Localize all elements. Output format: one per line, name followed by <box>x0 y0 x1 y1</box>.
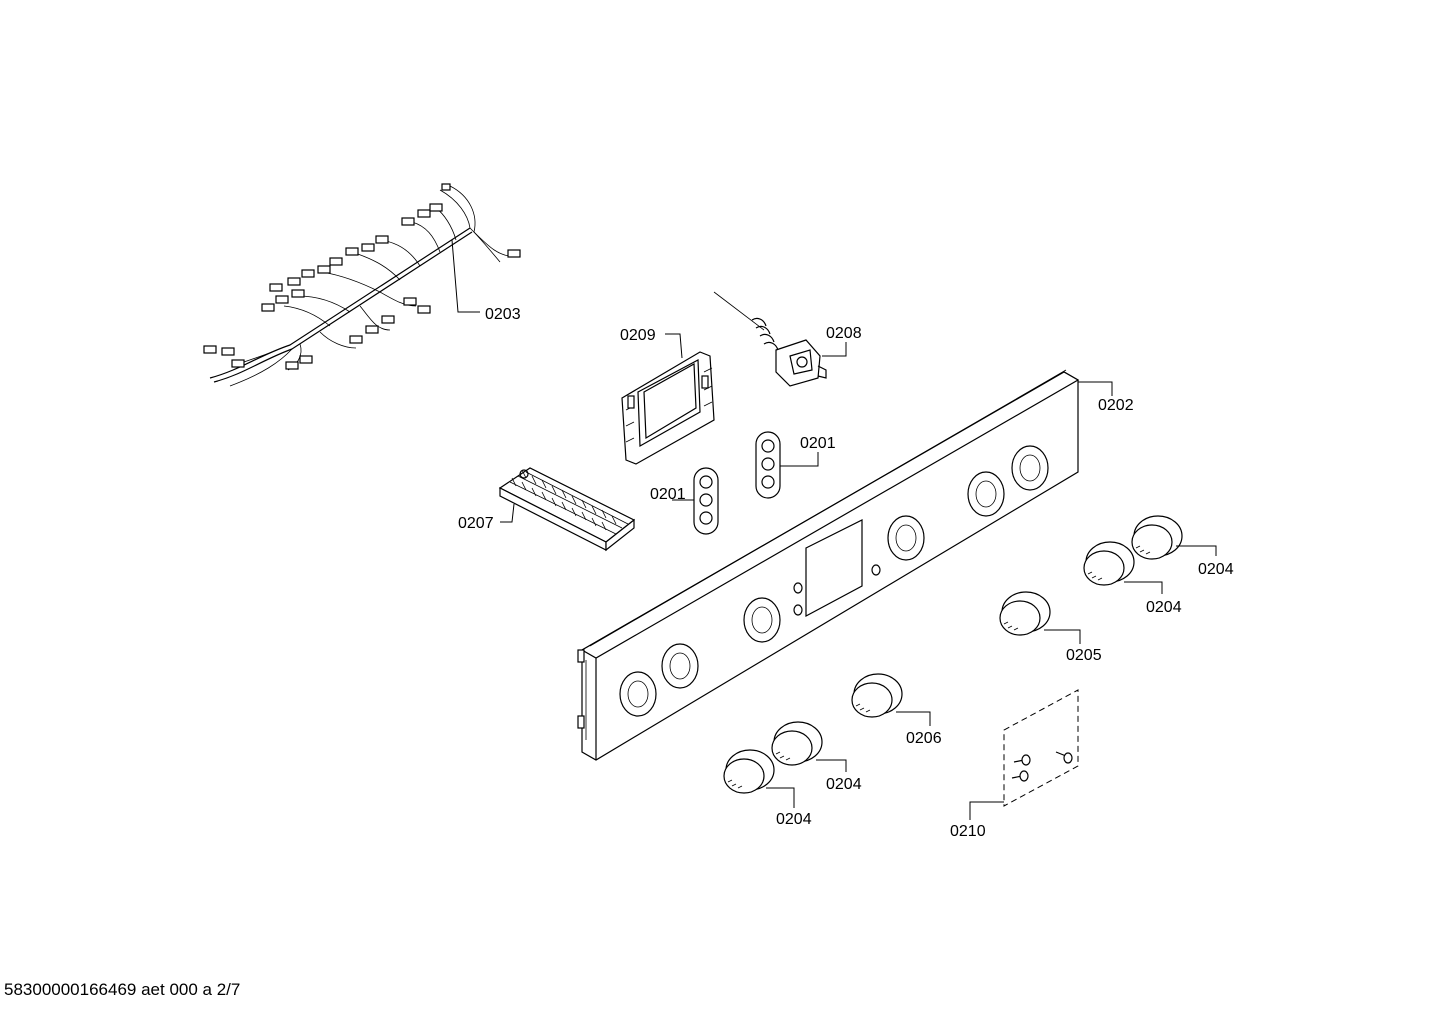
leader-0205 <box>1044 629 1081 644</box>
bracket-0209 <box>621 351 715 465</box>
label-0201-left: 0201 <box>650 486 686 503</box>
leader-0204-b <box>1124 581 1163 594</box>
label-0203: 0203 <box>485 306 521 323</box>
label-0206: 0206 <box>906 730 942 747</box>
label-0202: 0202 <box>1098 397 1134 414</box>
document-id: 58300000166469 aet 000 a 2/7 <box>4 980 241 999</box>
screw-1 <box>1013 754 1031 766</box>
spacer-0201-right <box>755 431 781 499</box>
screw-3 <box>1055 751 1073 764</box>
panel-hole-3 <box>743 597 781 643</box>
leader-0206 <box>896 711 931 726</box>
knob-0205 <box>999 591 1051 636</box>
label-0204-a: 0204 <box>1198 561 1234 578</box>
label-0210: 0210 <box>950 823 986 840</box>
thermostat-0208 <box>713 291 827 387</box>
screw-set-0210 <box>1003 689 1079 807</box>
leader-0203 <box>451 239 480 313</box>
knob-0204-top-right <box>1131 515 1183 560</box>
leader-0207 <box>500 503 515 523</box>
leader-0201-right <box>780 452 819 467</box>
leader-0210 <box>969 801 1004 820</box>
knob-0204-right <box>1083 541 1135 586</box>
control-panel-0202 <box>577 369 1080 761</box>
panel-hole-4 <box>887 515 925 561</box>
label-0204-c: 0204 <box>826 776 862 793</box>
panel-hole-1 <box>619 671 657 717</box>
leader-0204-a <box>1176 545 1217 556</box>
wiring-harness-0203 <box>203 183 521 387</box>
label-0208: 0208 <box>826 325 862 342</box>
leader-0209 <box>665 333 683 359</box>
label-0207: 0207 <box>458 515 494 532</box>
label-0204-d: 0204 <box>776 811 812 828</box>
panel-hole-5 <box>967 471 1005 517</box>
leader-0204-c <box>816 759 847 772</box>
knob-0206 <box>851 673 903 718</box>
leader-0208 <box>822 342 847 357</box>
label-0201-right: 0201 <box>800 435 836 452</box>
panel-hole-6 <box>1011 445 1049 491</box>
label-0204-b: 0204 <box>1146 599 1182 616</box>
label-0205: 0205 <box>1066 647 1102 664</box>
leader-0202 <box>1078 381 1113 396</box>
panel-hole-2 <box>661 643 699 689</box>
screw-2 <box>1011 770 1029 782</box>
leader-0204-d <box>766 787 795 808</box>
knob-0204-lower <box>771 721 823 766</box>
terminal-block-0207 <box>498 467 636 552</box>
knob-0204-bottom <box>723 749 775 794</box>
spacer-0201-left <box>693 467 719 535</box>
label-0209: 0209 <box>620 327 656 344</box>
